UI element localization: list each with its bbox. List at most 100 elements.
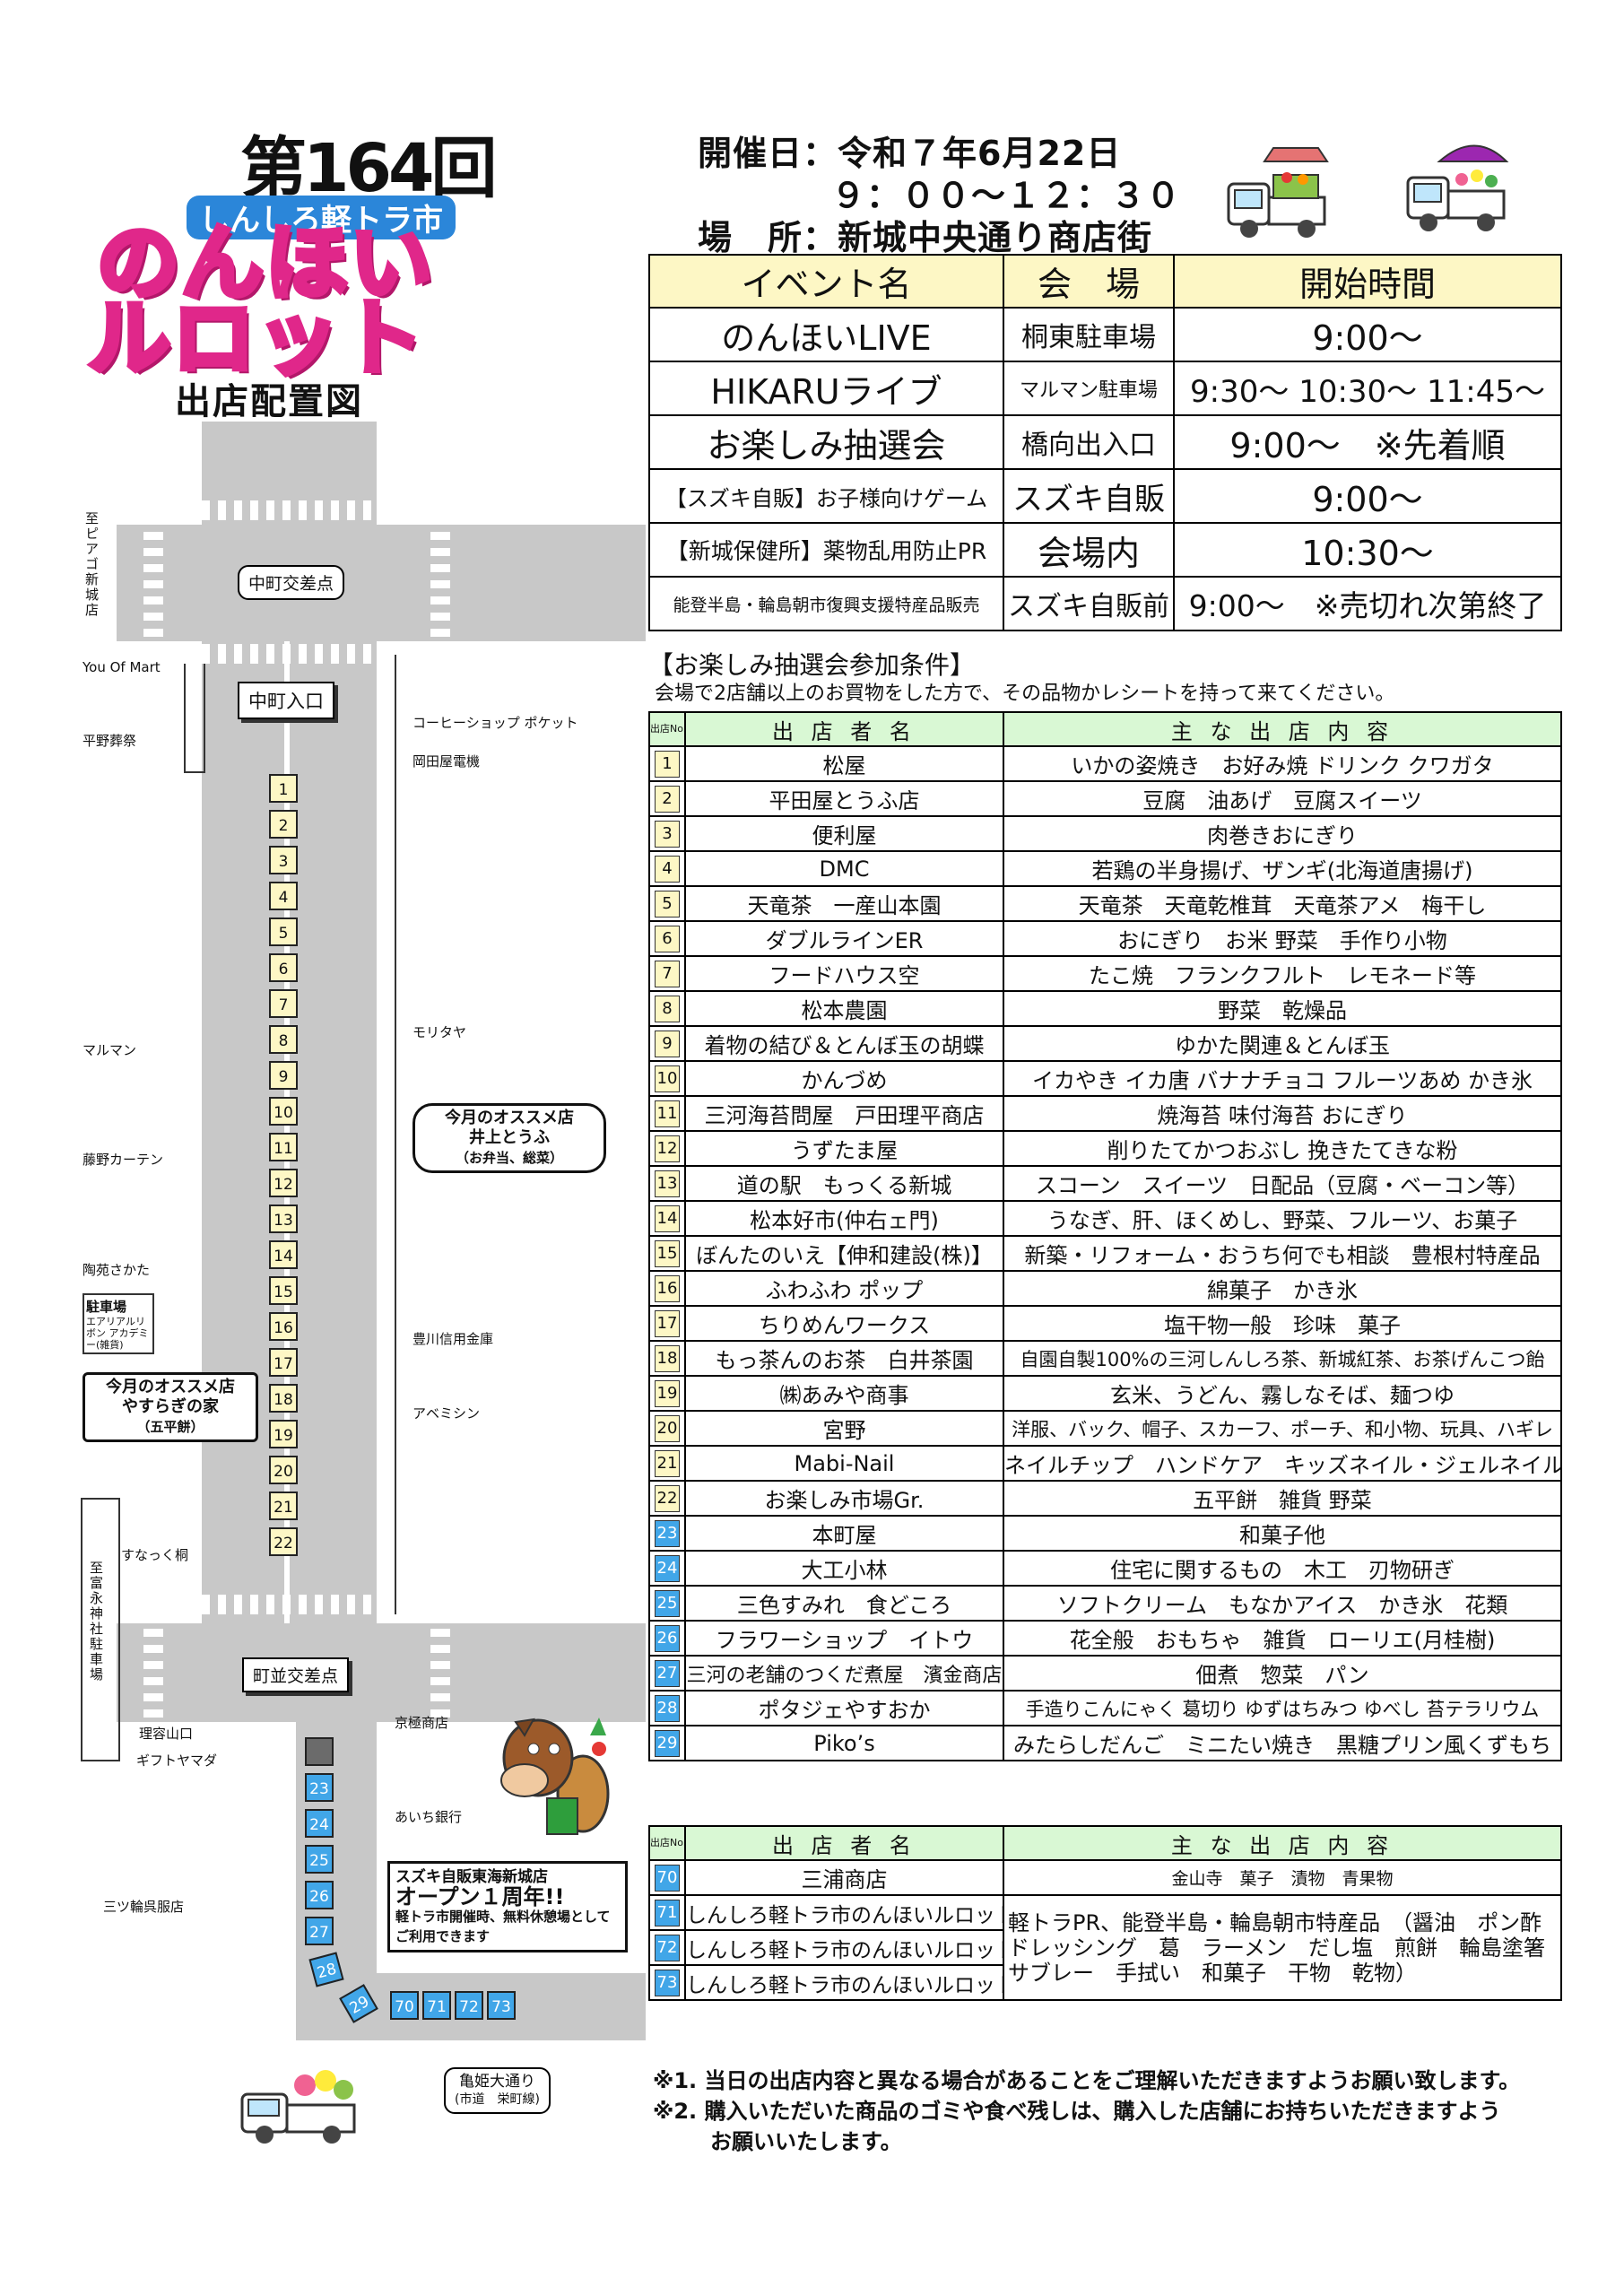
flower-truck-illustration <box>240 2070 356 2144</box>
stall[interactable]: 21 <box>269 1492 298 1520</box>
stall[interactable]: 12 <box>269 1169 298 1197</box>
vendor-name: 便利屋 <box>684 815 1004 852</box>
vendor-content: スコーン スイーツ 日配品（豆腐・ベーコン等） <box>1003 1165 1562 1202</box>
event-date-line: 開催日：令和７年6月22日 <box>698 134 1122 173</box>
stall[interactable]: 13 <box>269 1205 298 1233</box>
stall[interactable]: 7 <box>269 989 298 1018</box>
logo-subtitle: しんしろ軽トラ市 <box>187 196 456 239</box>
stall[interactable]: 1 <box>269 774 298 803</box>
stall[interactable]: 5 <box>269 918 298 946</box>
stall[interactable]: 17 <box>269 1348 298 1377</box>
suzuki-text: 軽トラ市開催時、無料休憩場としてご利用できます <box>395 1909 611 1944</box>
map-title: 出店配置図 <box>175 381 363 422</box>
stall[interactable]: 19 <box>269 1420 298 1448</box>
label-parking: 駐車場 <box>86 1299 127 1315</box>
event-time: 10:30～ <box>1173 522 1562 578</box>
vendor-no: 20 <box>655 1414 680 1442</box>
event-name: 【新城保健所】薬物乱用防止PR <box>648 522 1004 578</box>
date-label: 開催日 <box>698 134 803 173</box>
sign-nakamachi-entrance: 中町入口 <box>238 682 334 719</box>
vendor-content: 住宅に関するもの 木工 刃物研ぎ <box>1003 1550 1562 1587</box>
vendor-no: 72 <box>655 1934 680 1961</box>
stall[interactable]: 9 <box>269 1061 298 1090</box>
event-row: のんほいLIVE 桐東駐車場 9:00～ <box>648 307 1562 362</box>
vendor-name: フラワーショップ イトウ <box>684 1620 1004 1657</box>
stall[interactable]: 15 <box>269 1276 298 1305</box>
vendor-name: 宮野 <box>684 1410 1004 1447</box>
vendor-name: しんしろ軽トラ市のんほいルロット <box>684 1894 1004 1931</box>
edition-number: 第164回 <box>240 130 497 207</box>
vendor-name: 三河海苔問屋 戸田理平商店 <box>684 1095 1004 1132</box>
stall[interactable]: 18 <box>269 1384 298 1413</box>
note-1: ※1. 当日の出店内容と異なる場合があることをご理解いただきますようお願い致しま… <box>653 2068 1521 2093</box>
vendor-name: ポタジェやすおか <box>684 1690 1004 1726</box>
event-venue: スズキ自販前 <box>1003 576 1175 631</box>
label-maruman: マルマン <box>83 1042 137 1058</box>
recommend-bubble-left: 今月のオススメ店 やすらぎの家 （五平餅） <box>83 1372 258 1442</box>
vendor-no: 15 <box>655 1239 680 1267</box>
sign-kamehime: 亀姫大通り (市道 栄町線) <box>444 2067 551 2114</box>
vendor-no: 13 <box>655 1170 680 1197</box>
vendor-name: かんづめ <box>684 1060 1004 1097</box>
stall[interactable]: 8 <box>269 1025 298 1054</box>
stall[interactable]: 3 <box>269 846 298 874</box>
vendor-no: 2 <box>655 785 680 813</box>
vendor-content: おにぎり お米 野菜 手作り小物 <box>1003 920 1562 957</box>
kamehime-sub: (市道 栄町線) <box>455 2092 540 2107</box>
stall[interactable]: 10 <box>269 1097 298 1126</box>
event-name: 【スズキ自販】お子様向けゲーム <box>648 468 1004 524</box>
stall[interactable]: 6 <box>269 953 298 982</box>
vendor-content: いかの姿焼き お好み焼 ドリンク クワガタ <box>1003 745 1562 782</box>
stall[interactable]: 73 <box>487 1991 516 2020</box>
stall[interactable]: 25 <box>305 1845 334 1874</box>
vendor-name: もっ茶んのお茶 白井茶園 <box>684 1340 1004 1377</box>
stall[interactable]: 26 <box>305 1881 334 1909</box>
table-row: 73 しんしろ軽トラ市のんほいルロット <box>648 1964 1561 2001</box>
road-center-line <box>284 628 290 1623</box>
vendor-content: ネイルチップ ハンドケア キッズネイル・ジェルネイル <box>1003 1445 1562 1482</box>
vendor-name: フードハウス空 <box>684 955 1004 992</box>
stall[interactable]: 16 <box>269 1312 298 1341</box>
stall[interactable]: 11 <box>269 1133 298 1161</box>
sign-nakamachi-crossing: 中町交差点 <box>238 565 345 600</box>
event-row: HIKARUライブ マルマン駐車場 9:30～ 10:30～ 11:45～ <box>648 361 1562 416</box>
stall[interactable]: 72 <box>455 1991 483 2020</box>
stall[interactable]: 24 <box>305 1809 334 1838</box>
vendor-content: 玄米、うどん、霧しなそば、麺つゆ <box>1003 1375 1562 1412</box>
event-venue: 桐東駐車場 <box>1003 307 1175 362</box>
event-name: HIKARUライブ <box>648 361 1004 416</box>
recommend-name: 井上とうふ <box>469 1128 550 1147</box>
map: 至ピアゴ新城店 You Of Mart 中町交差点 中町入口 平野葬祭 コーヒー… <box>0 0 646 2296</box>
vendor-no: 14 <box>655 1205 680 1232</box>
crossing-road-top <box>117 525 646 641</box>
stall[interactable]: 2 <box>269 810 298 839</box>
vendor-no: 16 <box>655 1274 680 1302</box>
stall[interactable]: 22 <box>269 1527 298 1556</box>
vendor-no: 28 <box>655 1694 680 1722</box>
event-table: イベント名 会 場 開始時間 のんほいLIVE 桐東駐車場 9:00～ HIKA… <box>648 254 1562 631</box>
horse-mascot-illustration <box>500 1718 610 1835</box>
vendor-content: 金山寺 菓子 漬物 青果物 <box>1003 1859 1562 1896</box>
label-hiranoya: 平野葬祭 <box>83 733 137 749</box>
vendor-content: 若鶏の半身揚げ、ザンギ(北海道唐揚げ) <box>1003 850 1562 887</box>
stall[interactable]: 4 <box>269 882 298 910</box>
stall[interactable]: 71 <box>422 1991 451 2020</box>
stall[interactable]: 14 <box>269 1240 298 1269</box>
vendor-content: 手造りこんにゃく 葛切り ゆずはちみつ ゆべし 苔テラリウム <box>1003 1690 1562 1726</box>
event-time: 9:00～ ※先着順 <box>1173 414 1562 470</box>
stall[interactable]: 70 <box>390 1991 419 2020</box>
table-row: 70 三浦商店 金山寺 菓子 漬物 青果物 <box>648 1859 1562 1896</box>
stall[interactable]: 23 <box>305 1773 334 1802</box>
vendor-no: 70 <box>655 1864 680 1892</box>
stall[interactable]: 20 <box>269 1456 298 1484</box>
vendor-content: 佃煮 惣菜 パン <box>1003 1655 1562 1692</box>
stall[interactable]: 27 <box>305 1917 334 1945</box>
